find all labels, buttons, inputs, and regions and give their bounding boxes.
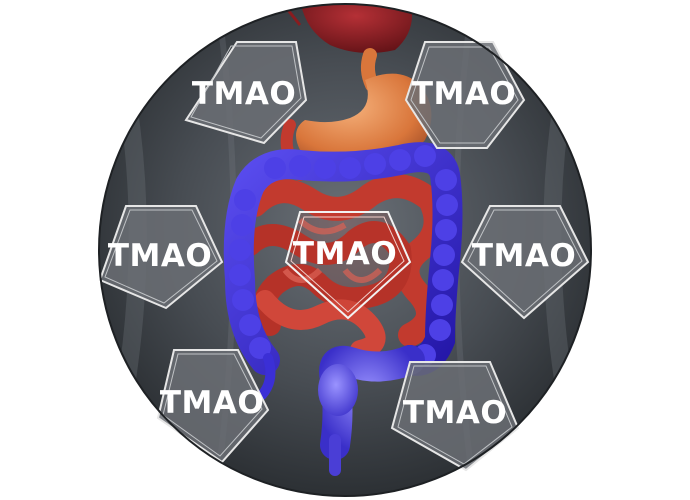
badge-center: TMAO [284, 211, 412, 320]
badge-label-middle-left: TMAO [108, 238, 212, 274]
badge-label-top-left: TMAO [192, 76, 296, 112]
stomach-shape [296, 73, 432, 168]
small-intestine [239, 119, 448, 360]
liver-shape [300, 4, 413, 54]
large-intestine [223, 142, 463, 476]
badge-bottom-left: TMAO [156, 349, 270, 464]
badge-top-right: TMAO [404, 41, 526, 149]
badge-label-bottom-left: TMAO [160, 385, 264, 421]
badge-bottom-right: TMAO [390, 361, 520, 472]
badge-label-top-right: TMAO [412, 76, 516, 112]
circle-border [98, 3, 592, 497]
badge-middle-left: TMAO [98, 205, 224, 310]
badge-top-left: TMAO [184, 41, 308, 145]
badge-label-bottom-right: TMAO [403, 395, 507, 431]
badge-label-center: TMAO [293, 236, 397, 272]
badge-middle-right: TMAO [460, 205, 590, 320]
badge-label-middle-right: TMAO [472, 238, 576, 274]
